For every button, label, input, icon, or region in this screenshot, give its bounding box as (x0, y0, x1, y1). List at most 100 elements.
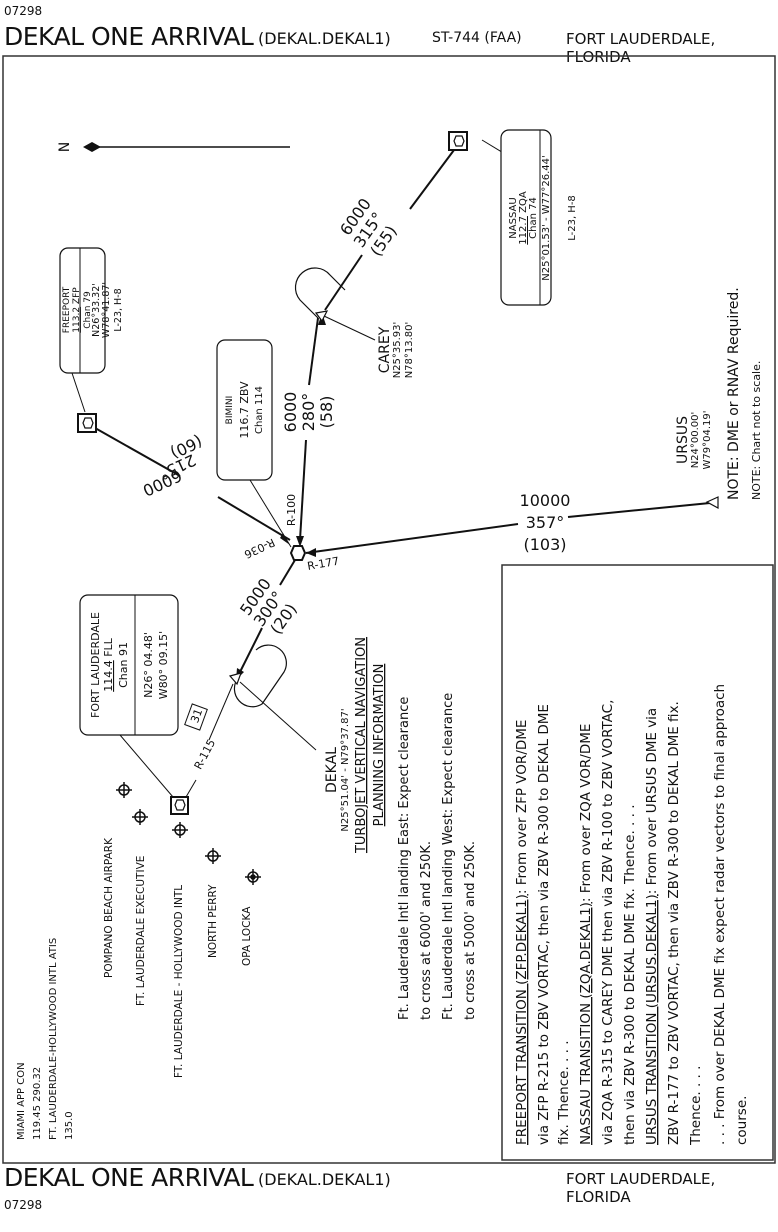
svg-text:N78°13.80': N78°13.80' (404, 322, 415, 379)
ursus-route-label: 10000 357° (103) (520, 491, 571, 554)
freeport-chan: Chan 79 (83, 291, 93, 329)
freeport-charts: L-23, H-8 (113, 288, 124, 331)
comms-block: MIAMI APP CON 119.45 290.32 FT. LAUDERDA… (16, 938, 75, 1140)
radial-r115: R-115 (192, 737, 219, 772)
svg-text:fix. Thence. . . .: fix. Thence. . . . (556, 1040, 572, 1145)
transition-text: FREEPORT TRANSITION (ZFP.DEKAL1): From o… (514, 684, 750, 1146)
carey-label: CAREY N25°35.93' N78°13.80' (377, 322, 415, 379)
svg-text:N25°51.04' - N79°37.87': N25°51.04' - N79°37.87' (340, 708, 351, 831)
ursus-fix-icon (705, 496, 719, 510)
airport-pompano: POMPANO BEACH AIRPARK (103, 837, 115, 978)
fll-lon: W80° 09.15' (157, 631, 170, 699)
radial-r036: R-036 (242, 535, 277, 560)
svg-text:Thence. . . .: Thence. . . . (688, 1066, 704, 1146)
freeport-route-line-2 (217, 496, 291, 541)
svg-text:(60): (60) (167, 431, 205, 462)
svg-text:10000: 10000 (520, 491, 571, 510)
note-scale: NOTE: Chart not to scale. (750, 361, 763, 500)
svg-text:(103): (103) (523, 535, 566, 554)
svg-text:via ZQA R-315 to CAREY DME the: via ZQA R-315 to CAREY DME then via ZBV … (600, 700, 616, 1145)
bimini-navaid-box: BIMINI 116.7 ZBV Chan 114 (216, 339, 292, 548)
svg-text:NASSAU TRANSITION (ZQA.DEKAL1): NASSAU TRANSITION (ZQA.DEKAL1): From ove… (578, 724, 594, 1145)
freeport-lat-text: N26°33.32' (91, 283, 102, 337)
svg-text:357°: 357° (526, 513, 565, 532)
footer-location: FORT LAUDERDALE, FLORIDA (566, 1170, 716, 1206)
svg-text:N25°35.93': N25°35.93' (392, 322, 403, 379)
freeport-name: FREEPORT (62, 286, 72, 333)
nassau-route-line (409, 145, 458, 210)
svg-text:(58): (58) (317, 396, 336, 429)
radial-r177: R-177 (306, 555, 340, 573)
carey-leader (323, 315, 376, 341)
svg-text:31: 31 (188, 707, 205, 725)
dekal-holding-pattern (233, 644, 287, 708)
svg-text:PLANNING INFORMATION: PLANNING INFORMATION (372, 664, 387, 827)
svg-text:then via ZBV R-300 to DEKAL DM: then via ZBV R-300 to DEKAL DME fix. The… (622, 805, 638, 1146)
airport-north-perry: NORTH PERRY (207, 884, 219, 958)
svg-text:to cross at 5000' and 250K.: to cross at 5000' and 250K. (463, 841, 478, 1020)
ursus-route-line (567, 502, 711, 518)
svg-text:119.45 290.32: 119.45 290.32 (32, 1067, 43, 1140)
svg-text:DEKAL: DEKAL (324, 747, 340, 793)
r115-line-2 (208, 683, 234, 741)
svg-text:URSUS TRANSITION (URSUS.DEKAL1: URSUS TRANSITION (URSUS.DEKAL1): From ov… (644, 708, 660, 1145)
computer-code: (DEKAL.DEKAL1) (258, 29, 391, 48)
footer-computer-code: (DEKAL.DEKAL1) (258, 1170, 391, 1189)
svg-text:via ZFP R-215 to ZBV VORTAC, t: via ZFP R-215 to ZBV VORTAC, then via ZB… (536, 704, 552, 1145)
freeport-route-label: 6000 215° (60) (140, 431, 205, 500)
svg-text:ZBV R-177 to ZBV VORTAC, then: ZBV R-177 to ZBV VORTAC, then via ZBV R-… (666, 701, 682, 1145)
dekal-route-line (279, 559, 296, 586)
airport-fll: FT. LAUDERDALE - HOLLYWOOD INTL (173, 885, 185, 1078)
airport-icon (116, 782, 132, 798)
bimini-chan: Chan 114 (254, 386, 265, 434)
svg-text:116.7 ZBV: 116.7 ZBV (238, 381, 251, 439)
carey-route-line-2 (299, 439, 307, 541)
nassau-route-label: 6000 315° (55) (336, 195, 401, 260)
svg-text:to cross at 6000' and 250K.: to cross at 6000' and 250K. (419, 841, 434, 1020)
dekal-route-line-2 (237, 627, 263, 677)
carey-route-line (308, 317, 319, 386)
svg-text:114.4 FLL: 114.4 FLL (102, 637, 115, 691)
r115-line (185, 779, 197, 798)
airport-executive: FT. LAUDERDALE EXECUTIVE (135, 856, 147, 1006)
svg-text:113.2 ZFP: 113.2 ZFP (72, 287, 82, 333)
ursus-label: URSUS N24°00.00' W79°04.19' (675, 411, 713, 470)
freeport-navaid-box: FREEPORT 113.2 ZFP Chan 79 (59, 247, 106, 413)
chart-code: 07298 (4, 4, 43, 18)
svg-text:. . . From over DEKAL DME fix: . . . From over DEKAL DME fix expect rad… (712, 684, 728, 1145)
airport-icons (116, 782, 261, 885)
freeport-vortac-icon (77, 413, 97, 433)
svg-text:Ft. Lauderdale Intl landing We: Ft. Lauderdale Intl landing West: Expect… (441, 693, 456, 1020)
nassau-chan: Chan 74 (528, 197, 539, 239)
note-dme: NOTE: DME or RNAV Required. (726, 287, 742, 500)
footer-chart-code: 07298 (4, 1198, 43, 1212)
airport-icon (132, 809, 148, 825)
footer-title: DEKAL ONE ARRIVAL (4, 1163, 254, 1192)
svg-text:112.7 ZQA: 112.7 ZQA (518, 191, 529, 245)
svg-text:MIAMI APP CON: MIAMI APP CON (16, 1062, 27, 1140)
fll-lat: N26° 04.48' (142, 632, 155, 698)
carey-route-label: 6000 280° (58) (281, 392, 336, 433)
fort-lauderdale-navaid-box: FORT LAUDERDALE 114.4 FLL Chan 91 N26° 0… (79, 594, 179, 798)
freeport-route-line (87, 423, 181, 477)
svg-text:course.: course. (734, 1096, 750, 1145)
svg-text:FREEPORT TRANSITION (ZFP.DEKAL: FREEPORT TRANSITION (ZFP.DEKAL1): From o… (514, 720, 530, 1145)
north-arrow: N (57, 142, 290, 152)
svg-text:W79°04.19': W79°04.19' (702, 411, 713, 470)
airport-icon-military (245, 869, 261, 885)
carey-holding-pattern (294, 267, 346, 319)
dekal-label: DEKAL N25°51.04' - N79°37.87' (324, 708, 351, 831)
svg-text:CAREY: CAREY (377, 326, 393, 373)
svg-text:135.0: 135.0 (64, 1111, 75, 1140)
fll-name: FORT LAUDERDALE (89, 612, 102, 718)
svg-text:280°: 280° (299, 393, 318, 432)
chart-id: ST-744 (FAA) (432, 30, 522, 46)
nassau-coords: N25°01.53' - W77°26.44' (541, 155, 552, 281)
radial-r100: R-100 (285, 494, 298, 526)
svg-text:N24°00.00': N24°00.00' (690, 412, 701, 469)
nassau-navaid-box: NASSAU 112.7 ZQA Chan 74 N25°01.53' - W7… (500, 129, 552, 306)
nassau-charts: L-23, H-8 (567, 195, 578, 241)
chart-title: DEKAL ONE ARRIVAL (4, 22, 254, 51)
nassau-vortac-icon (448, 131, 468, 151)
